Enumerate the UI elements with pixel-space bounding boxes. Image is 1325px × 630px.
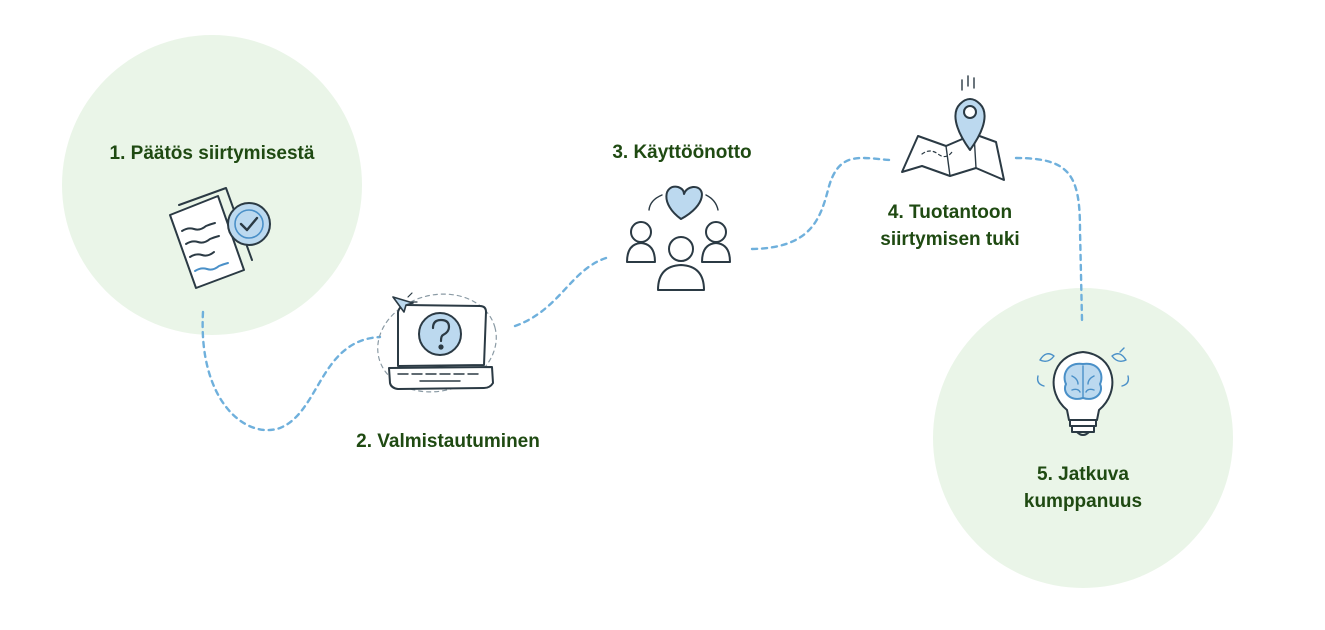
step-5-label: 5. Jatkuva kumppanuus bbox=[963, 461, 1203, 515]
step-3-label: 3. Käyttöönotto bbox=[542, 139, 822, 166]
step-4-label-line-1: 4. Tuotantoon bbox=[887, 202, 1013, 223]
connector-path-2 bbox=[513, 256, 608, 328]
step-5-circle bbox=[933, 288, 1233, 588]
connector-path-1 bbox=[201, 310, 382, 432]
connector-path-4 bbox=[1014, 156, 1084, 322]
team-heart-icon bbox=[626, 185, 731, 291]
connector-path-3 bbox=[750, 156, 892, 251]
laptop-question-icon bbox=[377, 292, 497, 393]
step-5-label-line-2: kumppanuus bbox=[1023, 491, 1143, 512]
step-2-label-line: 2. Valmistautuminen bbox=[356, 431, 540, 452]
step-4-label-line-2: siirtymisen tuki bbox=[880, 229, 1020, 250]
step-5-label-line-1: 5. Jatkuva bbox=[1037, 464, 1129, 485]
lightbulb-brain-icon bbox=[1036, 347, 1130, 436]
step-1-circle bbox=[62, 35, 362, 335]
step-1-label-line: 1. Päätös siirtymisestä bbox=[109, 143, 315, 164]
step-2-label: 2. Valmistautuminen bbox=[298, 428, 598, 455]
document-check-icon bbox=[169, 187, 271, 289]
step-4-label: 4. Tuotantoon siirtymisen tuki bbox=[815, 199, 1085, 253]
step-3-label-line: 3. Käyttöönotto bbox=[612, 142, 752, 163]
step-1-label: 1. Päätös siirtymisestä bbox=[62, 140, 362, 167]
map-pin-icon bbox=[901, 75, 1005, 181]
